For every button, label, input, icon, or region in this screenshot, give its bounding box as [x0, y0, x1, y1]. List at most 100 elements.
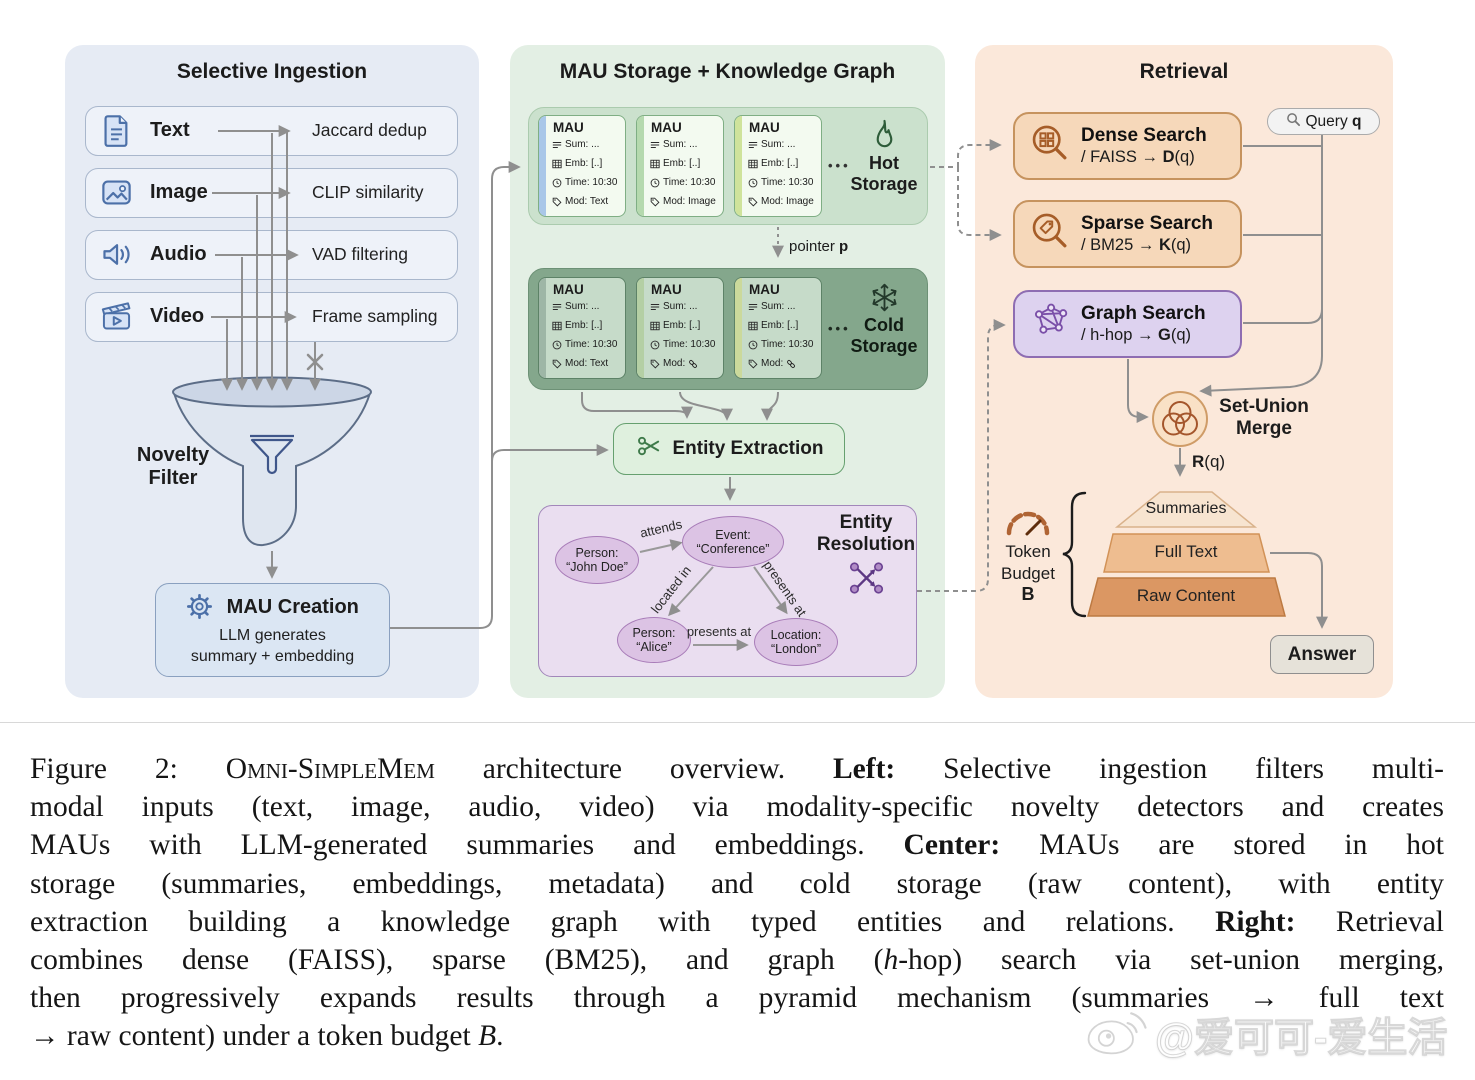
- mau-card-row: Time: 10:30: [748, 339, 813, 350]
- caption-line: storage (summaries, embeddings, metadata…: [30, 867, 1444, 900]
- entity-extraction-box: Entity Extraction: [613, 423, 845, 475]
- summary-lines-icon: [650, 302, 660, 312]
- summary-lines-icon: [552, 302, 562, 312]
- query-input[interactable]: Query q: [1267, 108, 1380, 135]
- mau-card-title: MAU: [749, 282, 780, 297]
- mau-card-field: Emb: [..]: [761, 158, 799, 169]
- mau-card-field: Sum: ...: [663, 139, 698, 150]
- cold-label-1: Cold: [864, 315, 904, 335]
- figure-caption-divider: [0, 722, 1475, 723]
- center-panel-title: MAU Storage + Knowledge Graph: [559, 60, 896, 83]
- mau-card-title: MAU: [749, 120, 780, 135]
- magnifier-tag-icon: [1028, 210, 1072, 259]
- input-row-text: Text Jaccard dedup: [85, 106, 458, 156]
- hot-label-1: Hot: [869, 153, 899, 173]
- caption-line: then progressively expands results throu…: [30, 982, 1444, 1015]
- input-label: Text: [150, 119, 190, 141]
- mau-creation-text: MAU Creation: [226, 596, 359, 618]
- pyramid-tier-summaries: Summaries: [1145, 500, 1227, 517]
- table-icon: [650, 321, 660, 331]
- novelty-filter-label: Novelty Filter: [118, 444, 228, 490]
- graph-search-title: Graph Search: [1081, 303, 1206, 324]
- figure-caption: Figure 2: Omni-SimpleMem architecture ov…: [30, 750, 1444, 1056]
- mau-card-row: Mod: Text: [552, 358, 608, 369]
- novelty-method-label: Frame sampling: [312, 306, 438, 326]
- flame-icon: [869, 118, 900, 158]
- mau-card-row: Sum: ...: [552, 139, 599, 150]
- cold-storage-label: Cold Storage: [839, 315, 929, 357]
- mau-card-row: Emb: [..]: [650, 158, 700, 169]
- mau-card-field: Time: 10:30: [565, 177, 618, 188]
- novelty-method-label: CLIP similarity: [312, 182, 424, 202]
- input-row-video: Video Frame sampling: [85, 292, 458, 342]
- mau-card-title: MAU: [651, 120, 682, 135]
- novelty-method-label: VAD filtering: [312, 244, 408, 264]
- weibo-icon: [1085, 1007, 1149, 1062]
- modality-color-strip: [637, 278, 644, 378]
- mau-card-field: Mod: Image: [663, 196, 716, 207]
- link-icon: [786, 359, 796, 369]
- graph-search-formula: / h-hop → G(q): [1081, 326, 1192, 344]
- mau-card-field: Mod:: [663, 358, 686, 369]
- sparse-search-formula: / BM25 → K(q): [1081, 236, 1192, 254]
- input-label: Image: [150, 181, 208, 203]
- audio-speaker-icon: [99, 237, 134, 277]
- mau-card-field: Emb: [..]: [565, 320, 603, 331]
- clock-icon: [748, 340, 758, 350]
- caption-line: combines dense (FAISS), sparse (BM25), a…: [30, 944, 1444, 977]
- mau-creation-sub1: LLM generates: [219, 627, 326, 644]
- mau-card-row: Mod:: [748, 358, 796, 369]
- mau-card-row: Mod: Image: [748, 196, 814, 207]
- mau-card-field: Emb: [..]: [663, 320, 701, 331]
- mau-creation-title: MAU Creation: [156, 593, 389, 626]
- answer-box: Answer: [1270, 635, 1374, 674]
- mau-card-field: Time: 10:30: [663, 177, 716, 188]
- mau-card-row: Sum: ...: [552, 301, 599, 312]
- token-budget-label: Token Budget B: [1001, 542, 1055, 604]
- tag-icon: [650, 197, 660, 207]
- mau-creation-sub2: summary + embedding: [190, 648, 355, 665]
- tag-icon: [552, 197, 562, 207]
- network-graph-icon: [1028, 300, 1072, 349]
- sparse-search-title: Sparse Search: [1081, 213, 1214, 234]
- pyramid-tier-fulltext: Full Text: [1154, 542, 1218, 561]
- caption-line: MAUs with LLM-generated summaries and em…: [30, 829, 1444, 862]
- mau-card-field: Mod: Text: [565, 358, 609, 369]
- rq-label: R(q): [1192, 452, 1226, 471]
- input-row-audio: Audio VAD filtering: [85, 230, 458, 280]
- modality-color-strip: [735, 116, 742, 216]
- summary-lines-icon: [748, 302, 758, 312]
- snowflake-icon: [868, 281, 901, 319]
- scissors-icon: [635, 432, 663, 466]
- novelty-method-label: Jaccard dedup: [312, 120, 427, 140]
- clock-icon: [650, 340, 660, 350]
- mau-card-row: Mod: Image: [650, 196, 716, 207]
- mau-card-field: Sum: ...: [565, 139, 600, 150]
- sparse-search-box: Sparse Search / BM25 → K(q): [1013, 200, 1242, 268]
- mau-card-row: Sum: ...: [748, 301, 795, 312]
- caption-line: → raw content) under a token budget B.: [30, 1020, 504, 1053]
- mau-card-field: Mod: Image: [761, 196, 814, 207]
- table-icon: [748, 321, 758, 331]
- mau-card-row: Time: 10:30: [650, 177, 715, 188]
- mau-card-row: Mod:: [650, 358, 698, 369]
- tag-icon: [748, 359, 758, 369]
- mau-card-row: Time: 10:30: [552, 339, 617, 350]
- summary-lines-icon: [650, 140, 660, 150]
- mau-card-field: Emb: [..]: [761, 320, 799, 331]
- mau-card-field: Time: 10:30: [761, 339, 814, 350]
- entity-resolution-merge-icon: [848, 559, 885, 602]
- watermark-text: @爱可可-爱生活: [1154, 1016, 1448, 1061]
- table-icon: [650, 159, 660, 169]
- mau-card-title: MAU: [553, 282, 584, 297]
- kg-node-location-london: Location:“London”: [754, 618, 838, 666]
- mau-card-field: Emb: [..]: [663, 158, 701, 169]
- mau-card-row: Emb: [..]: [748, 320, 798, 331]
